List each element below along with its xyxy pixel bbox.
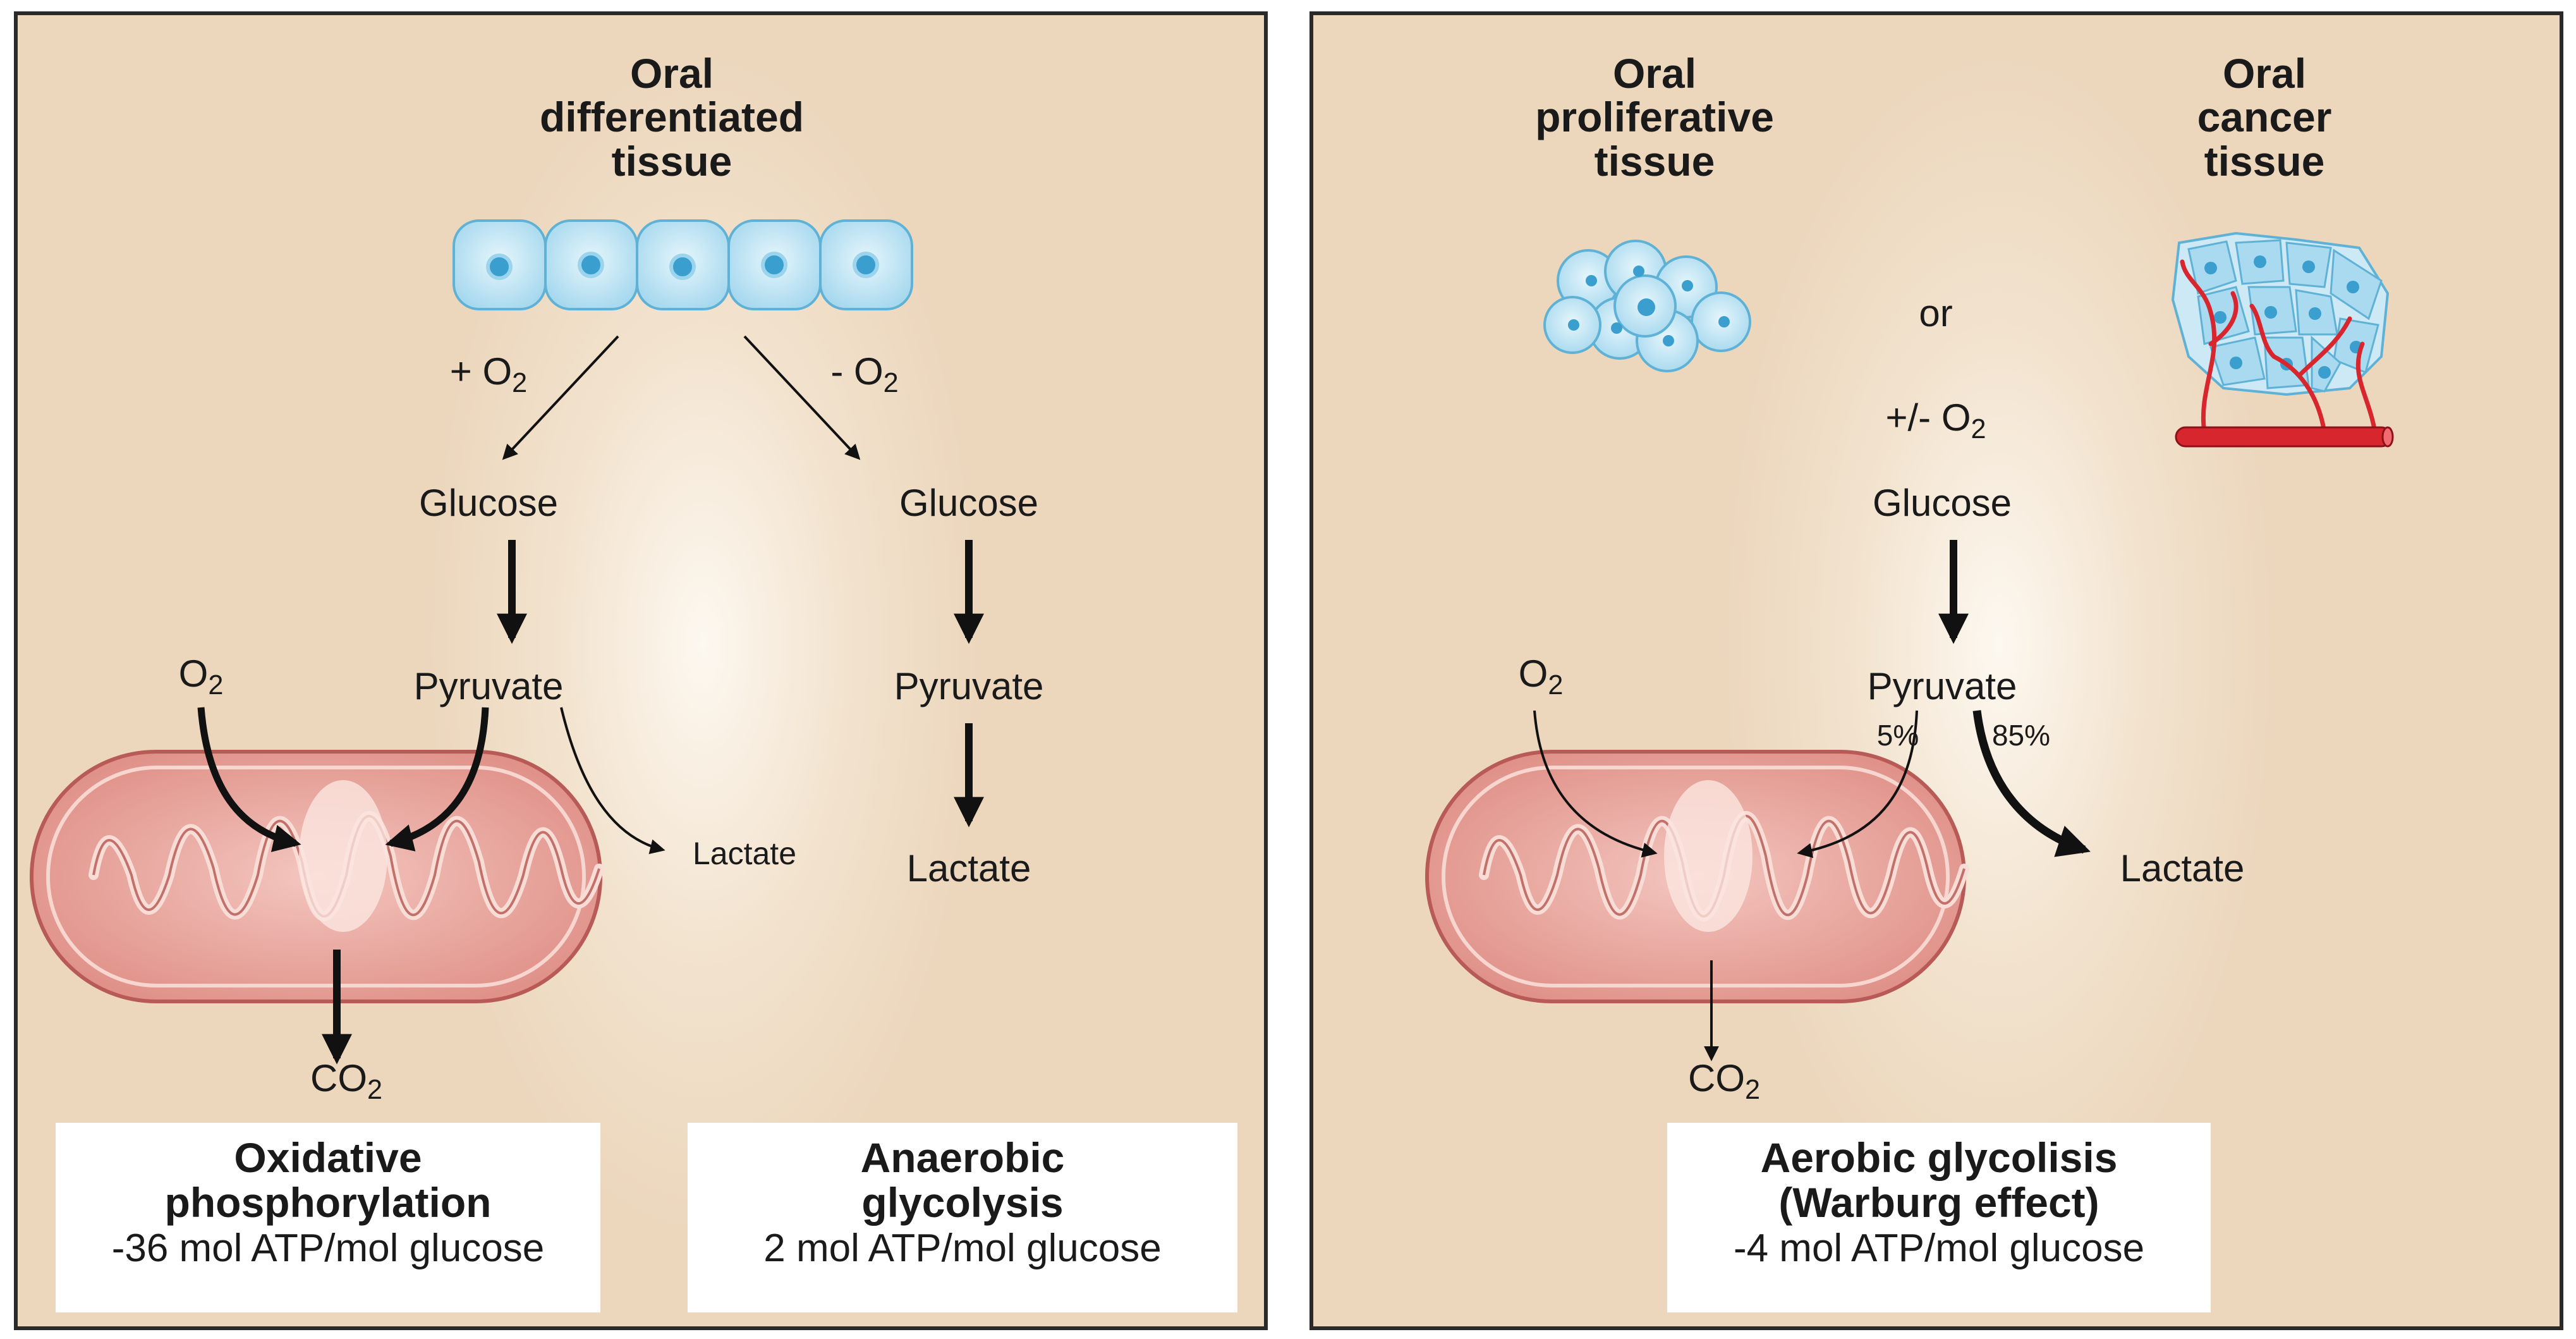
box1-title-line1: Oxidative (234, 1134, 422, 1181)
arrow-o2-into-mito (197, 707, 301, 852)
label-plusminus-o2: +/- O2 (1885, 396, 1986, 445)
cancer-tissue (2171, 231, 2394, 448)
mitochondrion-right (1425, 750, 1969, 1003)
differentiated-cells (453, 219, 913, 310)
tissue-title-differentiated: Oral differentiated tissue (539, 50, 805, 185)
arrow-o2-into-mito (1533, 710, 1658, 858)
arrow-pyruvate-5pct-mito (1797, 710, 1918, 859)
label-pyruvate-right: Pyruvate (894, 665, 1044, 707)
right-panel: Oral proliferative tissue Oral cancer ti… (1309, 11, 2563, 1330)
box-title-line2: (Warburg effect) (1778, 1179, 2099, 1226)
label-o2-input: O2 (1518, 652, 1564, 701)
tissue-title-cancer: Oral cancer tissue (2197, 50, 2332, 185)
label-lactate: Lactate (2120, 847, 2245, 890)
label-85-percent: 85% (1991, 719, 2051, 752)
label-glucose-right: Glucose (899, 482, 1039, 524)
label-o2-input: O2 (178, 652, 224, 701)
box2-yield: 2 mol ATP/mol glucose (763, 1226, 1162, 1270)
right-panel-artwork (1425, 231, 2394, 1061)
label-co2-right: CO2 (1687, 1057, 1761, 1106)
tissue-title-proliferative: Oral proliferative tissue (1535, 50, 1774, 185)
arrow-pyruvate-85pct-lactate (1972, 710, 2091, 857)
label-lactate-right: Lactate (906, 847, 1031, 890)
mitochondrion-left (30, 750, 604, 1003)
label-minus-o2: - O2 (830, 350, 899, 399)
label-5-percent: 5% (1876, 719, 1919, 752)
arrow-minus-o2 (743, 335, 861, 460)
label-glucose-left: Glucose (418, 482, 559, 524)
label-pyruvate-left: Pyruvate (413, 665, 564, 707)
box-aerobic-glycolysis: Aerobic glycolisis (Warburg effect) -4 m… (1667, 1123, 2211, 1312)
label-pyruvate: Pyruvate (1867, 665, 2017, 707)
box-title-line1: Aerobic glycolisis (1760, 1134, 2118, 1181)
box1-yield: -36 mol ATP/mol glucose (111, 1226, 545, 1270)
label-lactate-small: Lactate (692, 836, 797, 871)
box-anaerobic-glycolysis: Anaerobic glycolysis 2 mol ATP/mol gluco… (688, 1123, 1237, 1312)
label-glucose: Glucose (1872, 482, 2012, 524)
label-co2-left: CO2 (310, 1057, 383, 1106)
box2-title-line2: glycolysis (861, 1179, 1064, 1226)
label-or: or (1919, 292, 1953, 334)
left-panel: Oral differentiated tissue + O2 - O2 Glu… (14, 11, 1268, 1330)
proliferative-cells (1543, 240, 1751, 372)
box-oxidative-phosphorylation: Oxidative phosphorylation -36 mol ATP/mo… (56, 1123, 600, 1312)
arrow-pyruvate-into-mito (385, 707, 489, 852)
arrow-plus-o2 (502, 335, 619, 460)
box2-title-line1: Anaerobic (860, 1134, 1065, 1181)
box-yield: -4 mol ATP/mol glucose (1733, 1226, 2145, 1270)
left-panel-artwork (30, 219, 984, 1065)
arrow-pyruvate-lactate-left (560, 707, 665, 854)
box1-title-line2: phosphorylation (164, 1179, 492, 1226)
label-plus-o2: + O2 (449, 350, 528, 399)
